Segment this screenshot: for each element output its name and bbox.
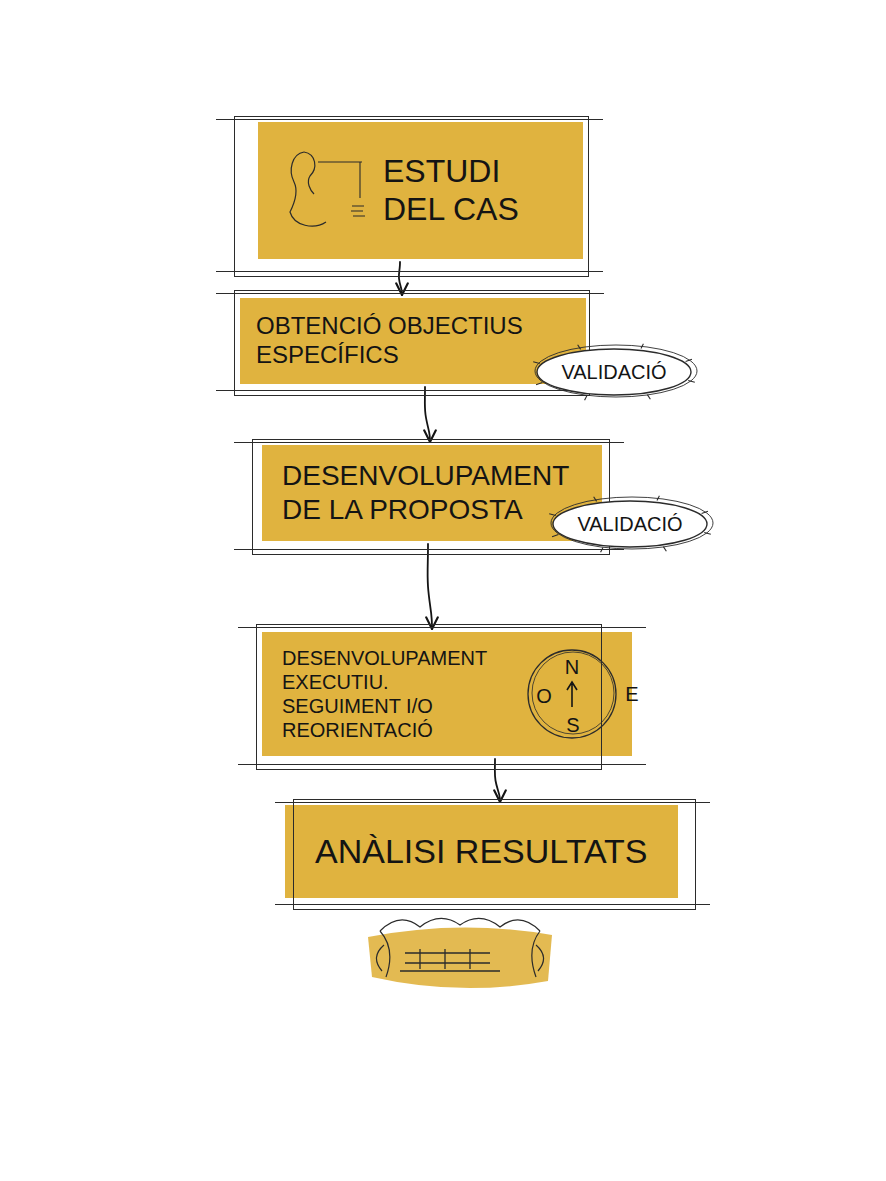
oval-tick [688, 381, 695, 383]
person-sketch [274, 140, 374, 250]
oval-tick [594, 497, 597, 502]
step-text: ESTUDI DEL CAS [383, 152, 543, 229]
flow-arrow [428, 544, 432, 629]
oval-outline [553, 501, 707, 547]
oval-tick [585, 395, 587, 400]
compass-letter: S [566, 715, 579, 735]
validation-text: VALIDACIÓ [577, 512, 682, 536]
compass: NOES [522, 644, 622, 744]
validation-oval: VALIDACIÓ [547, 495, 713, 553]
oval-tick [657, 496, 659, 501]
oval-tick [578, 345, 581, 350]
flow-arrow [425, 387, 430, 442]
sketch-stroke [304, 152, 315, 194]
sketch-stroke [567, 682, 577, 707]
oval-outline [535, 345, 697, 397]
sketch-stroke [528, 650, 616, 738]
oval-tick [549, 514, 556, 516]
process-box: DESENVOLUPAMENT DE LA PROPOSTAVALIDACIÓ [262, 445, 602, 541]
stage-sketch [360, 905, 560, 1000]
process-box: DESENVOLUPAMENT EXECUTIU. SEGUIMENT I/O … [262, 632, 632, 756]
step-text: ANÀLISI RESULTATS [315, 831, 648, 872]
flow-arrow [495, 759, 500, 802]
step-text: DESENVOLUPAMENT DE LA PROPOSTA [282, 459, 582, 526]
compass-letter: N [565, 657, 579, 677]
sketch-stroke [376, 931, 543, 977]
oval-outline [537, 349, 691, 395]
sketch-stroke [351, 206, 365, 216]
process-box: ESTUDI DEL CAS [258, 122, 583, 259]
oval-tick [663, 547, 666, 552]
oval-tick [702, 511, 708, 513]
oval-tick [686, 359, 692, 361]
validation-text: VALIDACIÓ [561, 360, 666, 384]
oval-tick [641, 344, 643, 349]
sketch-stroke [368, 927, 552, 988]
oval-tick [533, 362, 540, 364]
compass-letter: E [625, 684, 638, 704]
validation-oval: VALIDACIÓ [531, 343, 697, 401]
compass-letter: O [536, 686, 552, 706]
sketch-stroke [318, 162, 362, 198]
oval-outline [551, 497, 713, 549]
flow-arrow [399, 262, 402, 295]
sketch-stroke [380, 918, 540, 931]
oval-tick [601, 547, 603, 552]
process-box: ANÀLISI RESULTATS [285, 805, 678, 898]
oval-tick [552, 535, 558, 537]
process-box: OBTENCIÓ OBJECTIUS ESPECÍFICSVALIDACIÓ [240, 298, 586, 384]
sketch-stroke [290, 152, 326, 226]
step-text: DESENVOLUPAMENT EXECUTIU. SEGUIMENT I/O … [282, 646, 502, 742]
oval-tick [704, 533, 711, 535]
sketch-stroke [532, 652, 614, 734]
step-text: OBTENCIÓ OBJECTIUS ESPECÍFICS [256, 312, 566, 370]
oval-tick [647, 395, 650, 400]
oval-tick [536, 383, 542, 385]
sketch-stroke [400, 949, 500, 971]
